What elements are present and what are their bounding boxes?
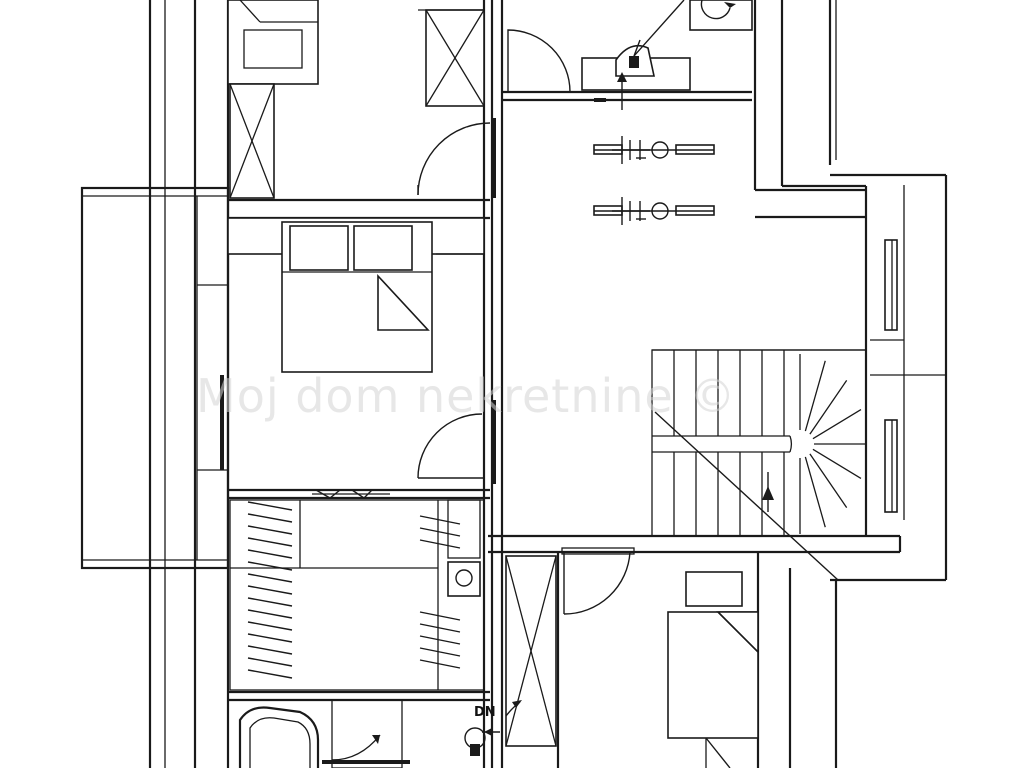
stair-winder xyxy=(804,456,826,528)
bicycle-icon xyxy=(593,136,715,164)
walk-in-closet xyxy=(229,489,485,691)
lower-corridor: DN xyxy=(464,547,635,756)
hanger-mark xyxy=(419,539,461,549)
top-left-room xyxy=(227,0,485,107)
hanger-mark xyxy=(419,647,461,657)
hanger-mark xyxy=(247,597,293,607)
bedroom xyxy=(227,217,485,479)
stair-down-label: DN xyxy=(474,705,496,720)
hanger-mark xyxy=(419,623,461,633)
top-hall-wc xyxy=(507,0,753,110)
hanger-mark xyxy=(247,561,293,571)
closet-hangers-right xyxy=(419,515,461,669)
hanger-mark xyxy=(247,513,293,523)
hanger-mark xyxy=(247,573,293,583)
hanger-mark xyxy=(247,633,293,643)
staircase xyxy=(651,349,867,581)
closet-hangers-left xyxy=(247,501,293,679)
wardrobe-top-left xyxy=(229,83,275,199)
stair-winder xyxy=(812,448,862,479)
left-balcony xyxy=(80,0,230,768)
hanger-mark xyxy=(419,527,461,537)
door-top-left-room xyxy=(417,122,491,196)
bottom-right-room xyxy=(667,571,759,768)
stair-winder xyxy=(809,379,848,435)
hanger-mark xyxy=(419,611,461,621)
watermark-text: Moj dom nekretnine © xyxy=(196,369,736,423)
hanger-mark xyxy=(247,609,293,619)
hanger-mark xyxy=(247,537,293,547)
hanger-mark xyxy=(247,585,293,595)
hanger-mark xyxy=(247,525,293,535)
hanger-mark xyxy=(419,515,461,525)
hanger-mark xyxy=(247,657,293,667)
bicycle-icon xyxy=(593,197,715,225)
hanger-mark xyxy=(247,549,293,559)
hanger-mark xyxy=(419,635,461,645)
bottom-left-bathroom xyxy=(238,699,410,768)
hanger-mark xyxy=(419,659,461,669)
stair-treads xyxy=(673,350,866,536)
hanger-mark xyxy=(247,501,293,511)
hanger-mark xyxy=(247,669,293,679)
hanger-mark xyxy=(247,645,293,655)
stair-winder xyxy=(804,360,826,432)
stair-winder xyxy=(809,453,848,509)
stair-winder xyxy=(812,409,862,440)
hanger-mark xyxy=(247,621,293,631)
